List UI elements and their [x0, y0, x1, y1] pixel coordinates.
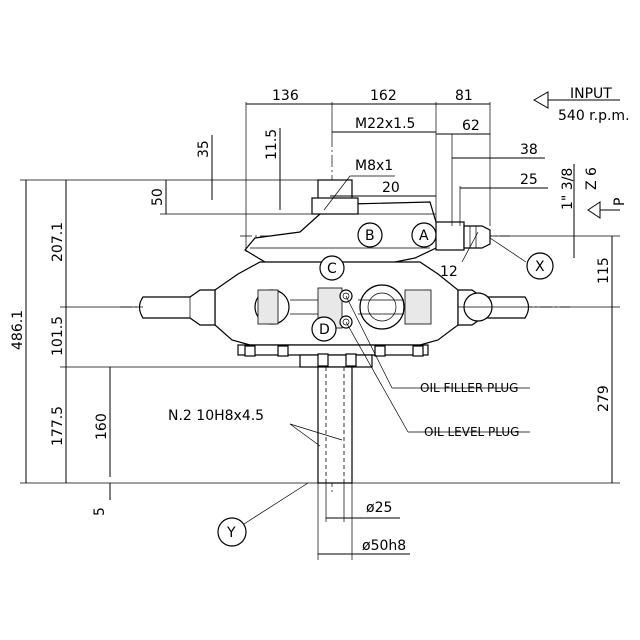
callout-c: C: [327, 261, 337, 277]
callout-x: X: [535, 259, 545, 275]
vertical-output-shaft: [317, 366, 353, 484]
dim-5: 5: [92, 507, 108, 516]
dim-38: 38: [520, 142, 538, 158]
callout-y: Y: [226, 525, 236, 541]
dim-101-5: 101.5: [50, 316, 66, 356]
dim-160: 160: [94, 413, 110, 440]
dim-486-1: 486.1: [10, 310, 26, 350]
dim-phi25: ø25: [366, 500, 392, 516]
callout-b: B: [365, 228, 375, 244]
dim-phi50: ø50h8: [362, 538, 406, 554]
dim-25: 25: [520, 172, 538, 188]
dim-m8: M8x1: [355, 158, 393, 174]
dim-81: 81: [455, 88, 473, 104]
input-label: INPUT: [570, 86, 612, 102]
p-label: P: [612, 198, 628, 206]
callout-a: A: [419, 228, 429, 244]
callouts: A B C D X Y: [217, 222, 554, 547]
dim-20: 20: [382, 180, 400, 196]
oil-level-label: OIL LEVEL PLUG: [424, 425, 519, 439]
dim-11-5: 11.5: [264, 129, 280, 160]
dim-12: 12: [440, 264, 458, 280]
dim-162: 162: [370, 88, 397, 104]
dim-50: 50: [150, 188, 166, 206]
dimension-lines: [20, 91, 620, 560]
dim-m22: M22x1.5: [355, 116, 415, 132]
dimension-labels: 136 162 81 M22x1.5 62 38 25 20 12 M8x1 1…: [10, 88, 612, 554]
dim-136: 136: [272, 88, 299, 104]
callout-d: D: [319, 322, 330, 338]
annotations: INPUT 540 r.p.m. P OIL FILLER PLUG OIL L…: [420, 86, 630, 439]
dim-207-1: 207.1: [50, 222, 66, 262]
input-shaft-teeth: Z 6: [584, 167, 600, 190]
dim-279: 279: [596, 385, 612, 412]
rpm-label: 540 r.p.m.: [558, 108, 630, 124]
dim-115: 115: [596, 257, 612, 284]
dim-62: 62: [462, 118, 480, 134]
input-shaft-spec: 1" 3/8: [560, 168, 576, 210]
dim-177-5: 177.5: [50, 406, 66, 446]
dim-35: 35: [196, 140, 212, 158]
internal-gears: [254, 284, 493, 330]
oil-filler-label: OIL FILLER PLUG: [420, 381, 518, 395]
spline-spec: N.2 10H8x4.5: [168, 408, 264, 424]
